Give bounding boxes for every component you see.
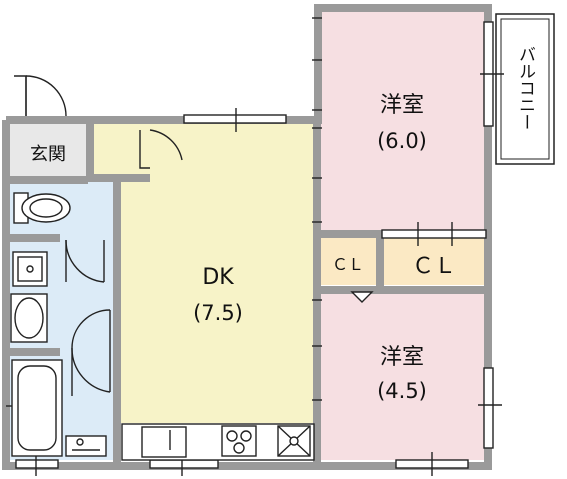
closet-left-floor xyxy=(320,238,376,285)
closet-right-label: ＣＬ xyxy=(412,254,456,279)
bedroom-small-name: 洋室 xyxy=(380,345,424,370)
dk-size: (7.5) xyxy=(193,301,243,325)
bedroom-small-floor xyxy=(318,294,486,460)
bedroom-large-size: (6.0) xyxy=(377,129,427,153)
entrance-floor xyxy=(10,124,88,176)
bedroom-large-floor xyxy=(318,10,486,230)
door-swing-icon xyxy=(65,239,105,283)
window-icon xyxy=(480,21,504,127)
door-swing-icon xyxy=(71,309,111,349)
balcony xyxy=(495,13,555,165)
hall-floor xyxy=(92,124,122,174)
entrance-label: 玄関 xyxy=(30,144,66,165)
washing-machine-pan-icon xyxy=(12,251,48,287)
bath-faucet-icon xyxy=(65,435,107,457)
partition-ticks xyxy=(312,17,322,401)
gas-stove-icon xyxy=(221,425,257,457)
toilet-icon xyxy=(13,192,71,224)
dk-floor xyxy=(120,118,315,423)
closet-right-floor xyxy=(384,238,486,285)
door-swing-icon xyxy=(71,310,111,396)
balcony-inner xyxy=(500,18,550,160)
range-hood-icon xyxy=(277,425,311,457)
door-swing-icon xyxy=(139,129,183,169)
bathtub-icon xyxy=(6,359,63,457)
balcony-label: バルコニー xyxy=(515,46,535,131)
window-icon xyxy=(381,222,487,246)
closet-door-icon xyxy=(350,291,374,303)
bedroom-large-name: 洋室 xyxy=(380,93,424,118)
window-icon xyxy=(478,367,502,449)
window-icon xyxy=(395,452,469,476)
kitchen-sink-icon xyxy=(141,426,187,458)
door-swing-icon xyxy=(14,75,67,117)
window-icon xyxy=(183,108,287,132)
closet-left-label: ＣＬ xyxy=(332,255,364,274)
bedroom-small-size: (4.5) xyxy=(377,379,427,403)
dk-name: DK xyxy=(202,265,234,290)
washbasin-icon xyxy=(10,293,48,343)
